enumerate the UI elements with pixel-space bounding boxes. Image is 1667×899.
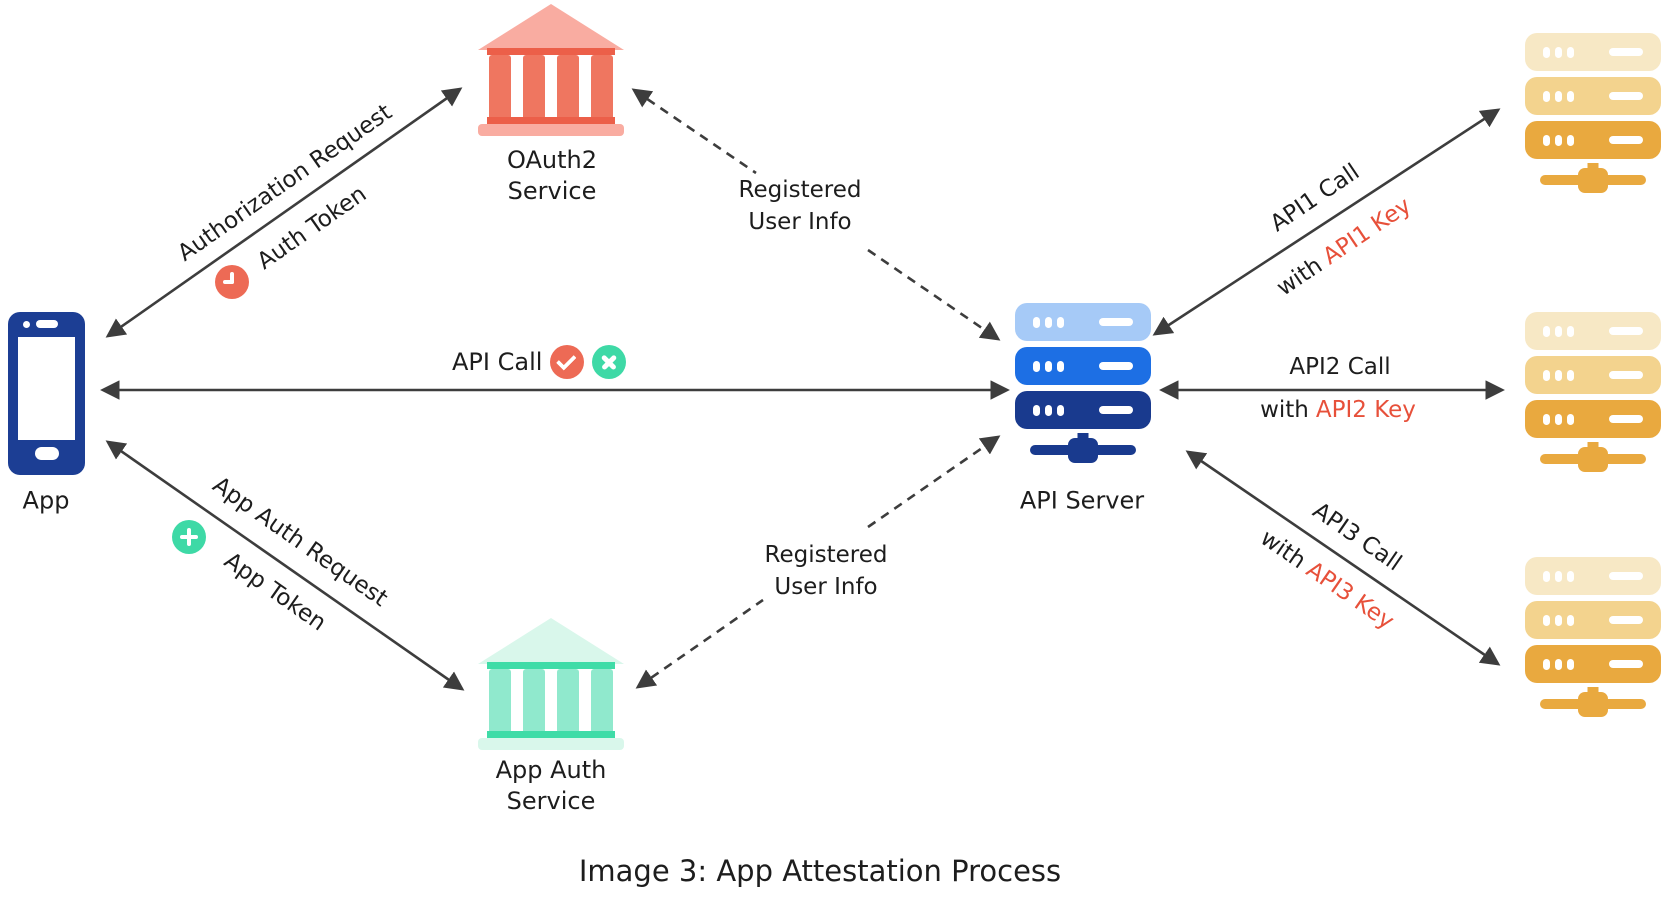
clock-icon	[215, 265, 249, 299]
registered-user-info-bottom-arrow-b	[867, 435, 1001, 529]
api-server-label: API Server	[1019, 486, 1145, 515]
app-label: App	[22, 486, 70, 515]
api1-backend-stack-icon	[1525, 33, 1661, 207]
phone-home-button	[34, 447, 59, 460]
phone-screen	[18, 337, 75, 440]
plus-icon	[172, 520, 206, 554]
oauth2-service-label: OAuth2 Service	[507, 146, 597, 205]
registered-user-info-top-label: Registered User Info	[738, 177, 862, 235]
app-auth-service-label: App Auth Service	[495, 756, 607, 815]
api3-backend-stack-icon	[1525, 557, 1661, 731]
phone-speaker	[36, 320, 58, 328]
api3-call-arrow	[1185, 450, 1501, 666]
api-server-stack-icon	[1015, 303, 1151, 477]
api2-call-label: API2 Call	[1289, 354, 1391, 380]
api1-call-arrow	[1152, 108, 1501, 336]
app-auth-bank-icon	[478, 618, 624, 750]
registered-user-info-bottom-label: Registered User Info	[764, 542, 888, 600]
authorization-arrow	[105, 87, 463, 338]
image-caption: Image 3: App Attestation Process	[578, 854, 1062, 888]
check-icon	[550, 345, 585, 379]
phone-camera-dot	[23, 321, 30, 328]
registered-user-info-top-arrow-b	[867, 248, 1001, 341]
cross-icon	[592, 345, 627, 379]
api2-backend-stack-icon	[1525, 312, 1661, 486]
app-auth-arrow	[105, 440, 465, 691]
api-call-label: API Call	[452, 348, 543, 376]
registered-user-info-top-arrow-a	[631, 88, 757, 175]
api-call-label-group: API Call	[452, 345, 627, 379]
smartphone-icon	[8, 312, 85, 475]
oauth2-bank-icon	[478, 4, 624, 136]
registered-user-info-bottom-arrow-a	[635, 598, 764, 689]
